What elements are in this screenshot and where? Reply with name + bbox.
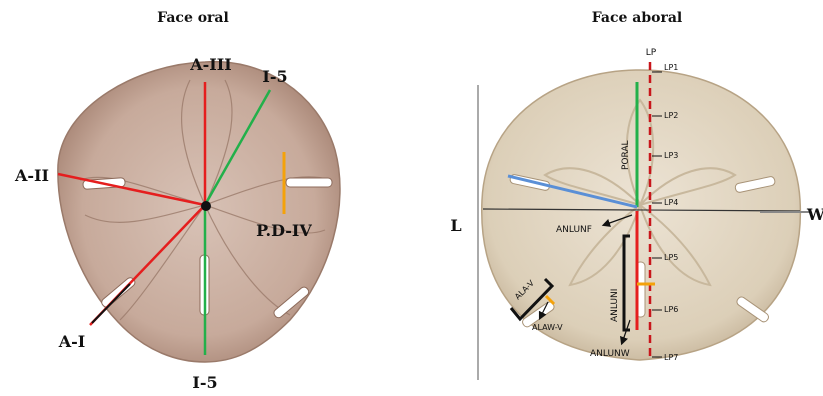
label-i5-bottom: I-5 — [192, 373, 217, 392]
label-anlunw: ANLUNW — [590, 349, 630, 359]
oral-peristome — [201, 201, 211, 211]
label-w: W — [806, 205, 823, 224]
label-lp4: LP4 — [664, 198, 678, 207]
oral-face-title: Face oral — [157, 10, 229, 26]
label-a1: A-I — [58, 332, 86, 351]
label-l: L — [450, 216, 461, 235]
label-a2: A-II — [14, 166, 49, 185]
label-lp2: LP2 — [664, 111, 678, 120]
label-anlunf: ANLUNF — [556, 225, 592, 235]
label-alaw: ALAW-V — [532, 323, 563, 332]
label-lp5: LP5 — [664, 253, 678, 262]
aboral-face-panel: Face aboral — [450, 10, 823, 380]
aboral-face-title: Face aboral — [592, 10, 683, 26]
label-lp3: LP3 — [664, 151, 678, 160]
label-i5-top: I-5 — [262, 67, 287, 86]
label-anluni: ANLUNI — [610, 289, 620, 322]
oral-face-panel: Face oral A-III — [14, 10, 340, 392]
label-pd4: P.D-IV — [256, 221, 312, 240]
label-poral: PORAL — [621, 140, 631, 170]
label-lp1: LP1 — [664, 63, 678, 72]
label-a3: A-III — [189, 55, 232, 74]
label-lp7: LP7 — [664, 353, 678, 362]
label-lp: LP — [646, 48, 657, 58]
label-lp6: LP6 — [664, 305, 678, 314]
